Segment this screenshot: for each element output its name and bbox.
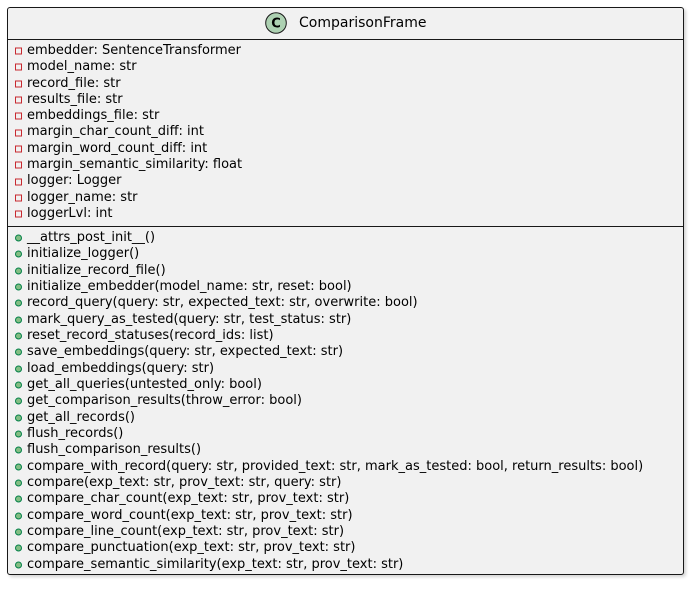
class-stereotype-circle [265, 12, 287, 34]
class-header: C ComparisonFrame [8, 8, 683, 40]
public-visibility-icon [15, 414, 22, 422]
field-text: embedder: SentenceTransformer [27, 43, 242, 58]
field-text: logger: Logger [27, 173, 122, 189]
method-text: compare_semantic_similarity(exp_text: st… [27, 556, 404, 572]
public-visibility-icon [15, 381, 22, 389]
private-visibility-icon [15, 47, 22, 55]
public-visibility-icon [15, 283, 22, 291]
private-visibility-icon [15, 80, 22, 88]
class-stereotype-icon: C [265, 12, 287, 34]
public-visibility-icon [15, 348, 22, 356]
field-text: margin_char_count_diff: int [27, 124, 205, 140]
method-text: __attrs_post_init__() [27, 230, 156, 245]
public-visibility-icon [15, 430, 22, 438]
public-visibility-icon [15, 512, 22, 520]
method-text: initialize_record_file() [27, 262, 166, 278]
private-visibility-icon [15, 145, 22, 153]
private-visibility-icon [15, 210, 22, 218]
public-visibility-icon [15, 479, 22, 487]
method-text: load_embeddings(query: str) [27, 360, 215, 376]
field-text: model_name: str [27, 59, 137, 75]
private-visibility-icon [15, 178, 22, 186]
method-text: initialize_embedder(model_name: str, res… [27, 278, 352, 294]
field-text: record_file: str [27, 75, 121, 91]
public-visibility-icon [15, 528, 22, 536]
field-text: margin_semantic_similarity: float [27, 157, 243, 173]
private-visibility-icon [15, 129, 22, 137]
method-text: initialize_logger() [27, 246, 140, 262]
method-text: compare_word_count(exp_text: str, prov_t… [27, 507, 353, 523]
method-text: compare_punctuation(exp_text: str, prov_… [27, 540, 356, 556]
public-visibility-icon [15, 561, 22, 569]
method-text: flush_records() [27, 425, 124, 441]
field-text: margin_word_count_diff: int [27, 140, 208, 156]
public-visibility-icon [15, 463, 22, 471]
method-text: reset_record_statuses(record_ids: list) [27, 327, 274, 343]
public-visibility-icon [15, 267, 22, 275]
public-visibility-icon [15, 332, 22, 340]
method-text: compare_line_count(exp_text: str, prov_t… [27, 523, 345, 539]
public-visibility-icon [15, 365, 22, 373]
private-visibility-icon [15, 96, 22, 104]
public-visibility-icon [15, 495, 22, 503]
public-visibility-icon [15, 299, 22, 307]
field-text: results_file: str [27, 91, 123, 107]
method-text: mark_query_as_tested(query: str, test_st… [27, 311, 352, 327]
method-text: compare_char_count(exp_text: str, prov_t… [27, 491, 350, 507]
method-text: compare(exp_text: str, prov_text: str, q… [27, 474, 342, 490]
method-text: get_all_queries(untested_only: bool) [27, 376, 262, 392]
public-visibility-icon [15, 397, 22, 405]
field-text: loggerLvl: int [27, 205, 113, 221]
public-visibility-icon [15, 250, 22, 258]
method-text: compare_with_record(query: str, provided… [27, 458, 644, 474]
class-comparisonframe: C ComparisonFrame embedder: SentenceTran… [7, 7, 684, 575]
field-text: logger_name: str [27, 189, 138, 205]
method-text: get_all_records() [27, 409, 135, 425]
methods-compartment: __attrs_post_init__()initialize_logger()… [8, 227, 683, 575]
private-visibility-icon [15, 63, 22, 71]
public-visibility-icon [15, 316, 22, 324]
private-visibility-icon [15, 161, 22, 169]
public-visibility-icon [15, 544, 22, 552]
field-text: embeddings_file: str [27, 108, 160, 124]
class-stereotype-letter: C [271, 17, 281, 32]
public-visibility-icon [15, 446, 22, 454]
public-visibility-icon [15, 234, 22, 242]
method-text: get_comparison_results(throw_error: bool… [27, 393, 302, 409]
method-text: record_query(query: str, expected_text: … [27, 295, 418, 311]
method-text: save_embeddings(query: str, expected_tex… [27, 344, 344, 360]
class-name: ComparisonFrame [299, 15, 427, 31]
method-text: flush_comparison_results() [27, 442, 202, 458]
private-visibility-icon [15, 194, 22, 202]
private-visibility-icon [15, 112, 22, 120]
